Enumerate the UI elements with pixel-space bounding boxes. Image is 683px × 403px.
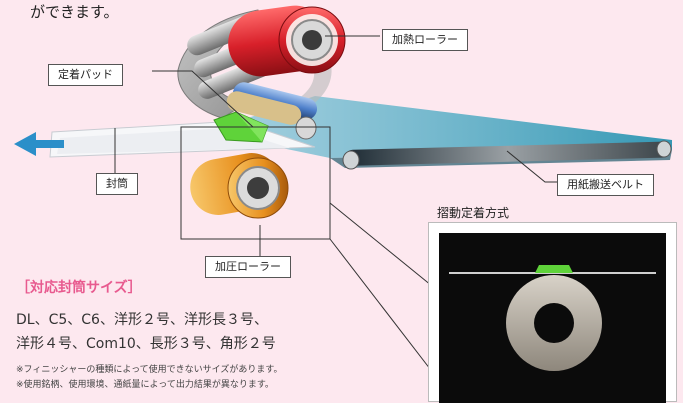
pressure-roller (190, 153, 289, 219)
nip-highlight-frame (180, 126, 331, 240)
compatible-sizes-line-1: DL、C5、C6、洋形２号、洋形長３号、 (16, 312, 268, 328)
compatible-sizes-line-2: 洋形４号、Com10、長形３号、角形２号 (16, 336, 276, 352)
heat-roller (228, 5, 346, 77)
method-title: 摺動定着方式 (437, 206, 510, 220)
note-finisher: ※フィニッシャーの種類によって使用できないサイズがあります。 (16, 365, 283, 375)
method-panel (428, 222, 677, 403)
intro-text: ができます。 (30, 3, 119, 21)
compatible-sizes-title: ［対応封筒サイズ］ (16, 280, 142, 296)
pressure-roller-label: 加圧ローラー (205, 256, 291, 278)
leader-lines (114, 35, 557, 379)
note-output: ※使用銘柄、使用環境、通紙量によって出力結果が異なります。 (16, 380, 274, 390)
fixing-pad-label: 定着パッド (48, 64, 123, 86)
belt-label: 用紙搬送ベルト (557, 174, 654, 196)
method-illustration (439, 233, 666, 403)
transport-belt (205, 96, 672, 170)
pressure-blue-roller (226, 82, 318, 140)
envelope-label: 封筒 (96, 173, 138, 195)
method-illustration-frame (439, 233, 666, 403)
output-arrow (14, 132, 64, 156)
heat-roller-label: 加熱ローラー (382, 29, 468, 51)
